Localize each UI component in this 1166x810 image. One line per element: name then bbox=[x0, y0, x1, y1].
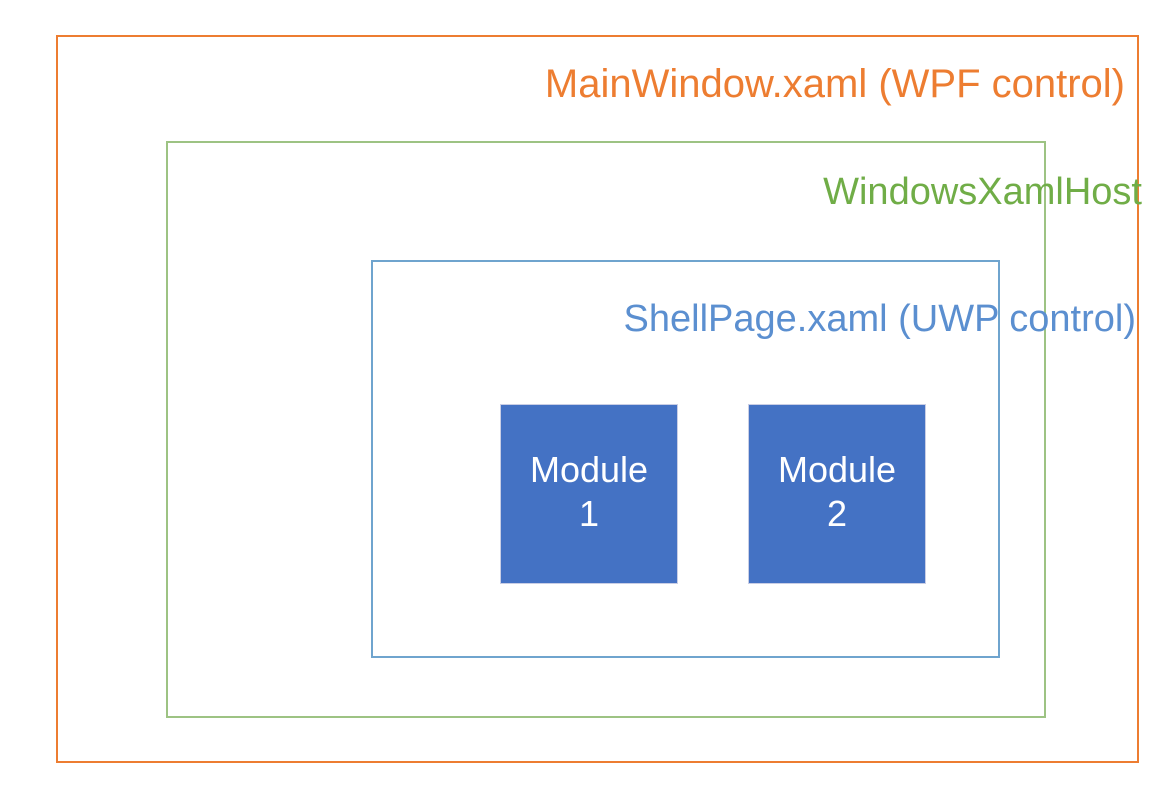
container-label-shellpage-uwp: ShellPage.xaml (UWP control) bbox=[623, 298, 1136, 340]
module-tile-2-label: Module 2 bbox=[777, 449, 897, 534]
module-tile-1-label: Module 1 bbox=[529, 449, 649, 534]
container-shellpage-uwp bbox=[371, 260, 1000, 658]
container-label-windowsxamlhost: WindowsXamlHost bbox=[823, 171, 1142, 213]
container-label-mainwindow-wpf: MainWindow.xaml (WPF control) bbox=[544, 62, 1125, 106]
container-mainwindow-wpf bbox=[56, 35, 1139, 763]
module-tile-2: Module 2 bbox=[748, 404, 926, 584]
container-windowsxamlhost bbox=[166, 141, 1046, 718]
module-tile-1: Module 1 bbox=[500, 404, 678, 584]
